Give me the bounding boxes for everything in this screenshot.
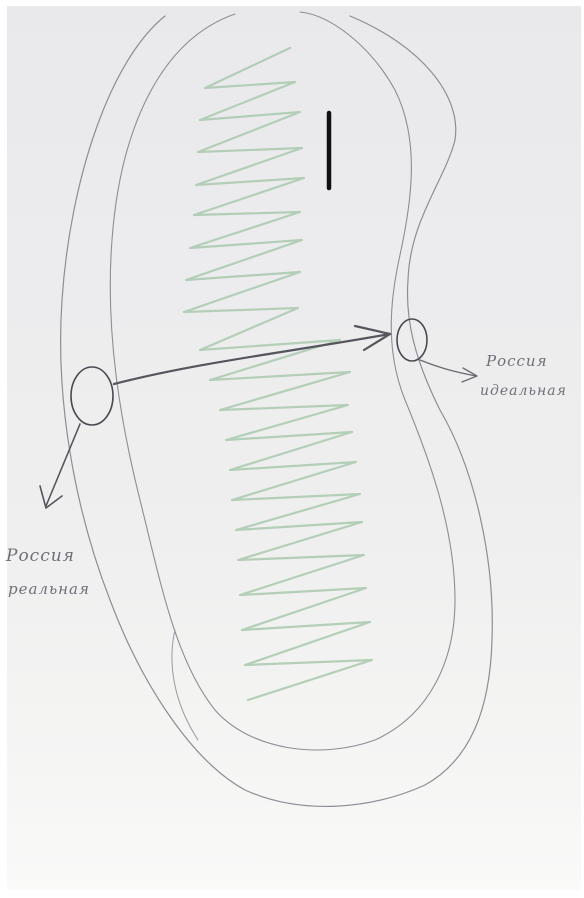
label-real-line2: реальная [8, 582, 90, 597]
label-ideal-line1: Россия [486, 354, 548, 369]
outer-contour [61, 16, 493, 806]
label-real-line1: Россия [6, 548, 75, 565]
arrow-to-real-label-head-icon [40, 486, 62, 508]
inner-accent-stroke [172, 630, 198, 740]
arrow-to-real-label-icon [46, 424, 80, 506]
arrow-to-ideal-label-icon [420, 360, 476, 376]
circle-real-icon [71, 367, 113, 425]
inner-contour [110, 12, 455, 750]
green-hatch-band [184, 48, 372, 700]
label-ideal-line2: идеальная [480, 384, 567, 398]
circle-ideal-icon [397, 319, 427, 361]
